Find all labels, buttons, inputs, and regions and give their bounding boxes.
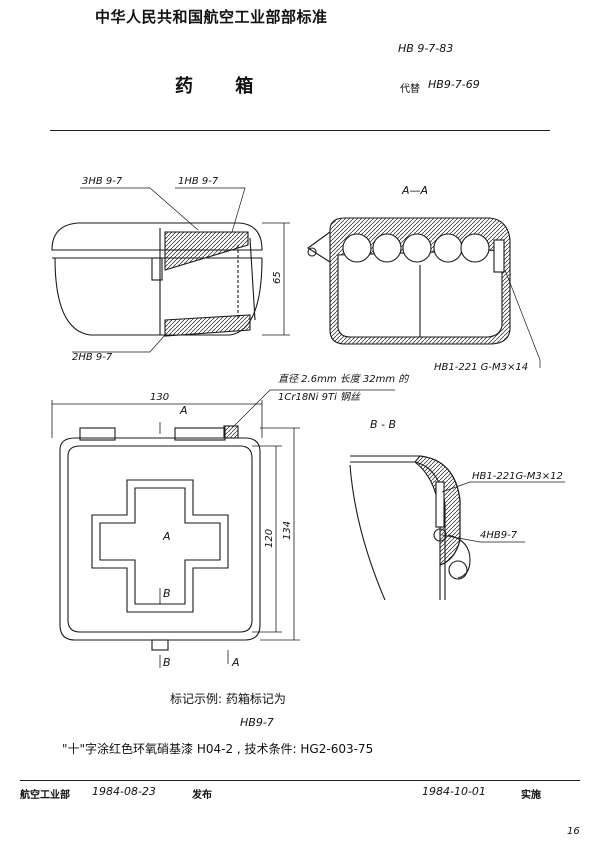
section-mark-a-bottom: A	[231, 656, 240, 669]
callout-part-1: 1HB 9-7	[178, 176, 219, 187]
replaces-label: 代替	[400, 84, 420, 95]
front-view	[51, 222, 263, 337]
callout-part-2: 2HB 9-7	[72, 352, 113, 363]
dimension-120: 120	[264, 529, 275, 548]
replaces-number: HB9-7-69	[428, 78, 480, 91]
standard-number: HB 9-7-83	[398, 42, 454, 55]
issue-label: 发布	[192, 790, 212, 801]
marking-example-value: HB9-7	[240, 716, 274, 729]
section-mark-a-center: A	[162, 530, 171, 543]
header-rule	[50, 130, 550, 131]
callout-screw-b-b: HB1-221G-M3×12	[472, 471, 563, 482]
dimension-130: 130	[150, 392, 169, 403]
plan-view	[59, 425, 261, 651]
section-label-b-b: B - B	[370, 418, 396, 431]
dimension-134: 134	[282, 521, 293, 540]
callout-part-3: 3HB 9-7	[82, 176, 123, 187]
wire-note-line-1: 直径 2.6mm 长度 32mm 的	[278, 373, 409, 385]
effective-date: 1984-10-01	[422, 785, 486, 798]
section-a-a-view	[307, 217, 511, 345]
effective-label: 实施	[521, 790, 541, 801]
section-label-a-a: A—A	[401, 184, 428, 197]
section-mark-a-top: A	[179, 404, 188, 417]
marking-note: "十"字涂红色环氧硝基漆 H04-2 , 技术条件: HG2-603-75	[62, 742, 374, 756]
section-b-b-view	[349, 455, 471, 601]
wire-note-line-2: 1Cr18Ni 9Ti 钢丝	[278, 391, 361, 403]
issue-date: 1984-08-23	[92, 785, 156, 798]
footer-rule	[20, 780, 580, 781]
section-mark-b-center: B	[163, 587, 171, 600]
callout-screw-a-a: HB1-221 G-M3×14	[434, 362, 528, 373]
page-number: 16	[567, 826, 580, 837]
standard-org-title: 中华人民共和国航空工业部部标准	[95, 8, 328, 26]
issuer: 航空工业部	[20, 790, 70, 801]
dimension-65: 65	[272, 271, 283, 284]
document-title: 药 箱	[175, 76, 272, 97]
section-mark-b-bottom: B	[163, 656, 171, 669]
marking-example-label: 标记示例: 药箱标记为	[170, 692, 286, 706]
callout-part-4: 4HB9-7	[480, 530, 518, 541]
